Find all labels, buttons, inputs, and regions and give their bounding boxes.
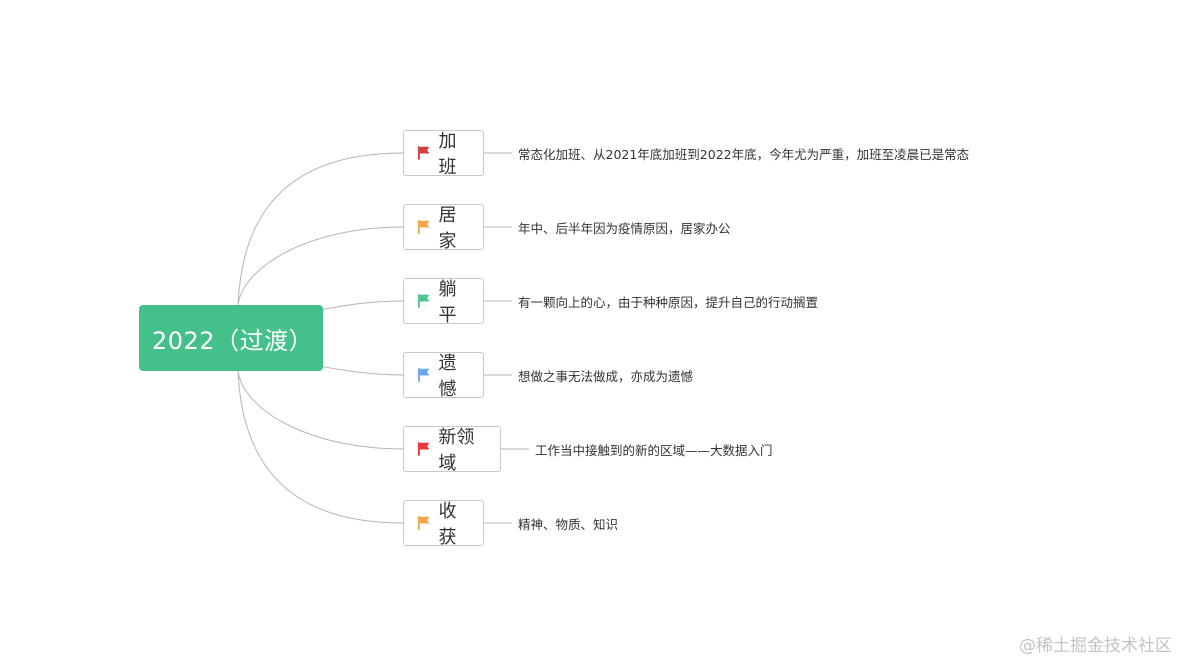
branch-connector (237, 370, 404, 450)
branch-node[interactable]: 收获 (403, 500, 484, 548)
branch-note: 想做之事无法做成，亦成为遗憾 (518, 369, 694, 384)
branch-node[interactable]: 居家 (403, 204, 484, 252)
branch-note: 有一颗向上的心，由于种种原因，提升自己的行动搁置 (518, 295, 819, 310)
flag-icon (417, 516, 430, 530)
branch-connector (237, 152, 404, 306)
branch-note: 精神、物质、知识 (518, 517, 619, 532)
root-topic[interactable]: 2022（过渡） (139, 305, 323, 371)
flag-icon (417, 146, 430, 160)
root-topic-label: 2022（过渡） (152, 326, 314, 355)
branch-node[interactable]: 新领域 (403, 426, 501, 474)
flag-icon (417, 220, 430, 234)
flag-icon (417, 368, 430, 382)
flag-icon (417, 442, 430, 456)
branch-node[interactable]: 躺平 (403, 278, 484, 326)
branch-node[interactable]: 遗憾 (403, 352, 484, 400)
branch-node[interactable]: 加班 (403, 130, 484, 178)
branch-note: 常态化加班、从2021年底加班到2022年底，今年尤为严重，加班至凌晨已是常态 (518, 147, 970, 162)
branch-note: 年中、后半年因为疫情原因，居家办公 (518, 221, 731, 236)
branch-connector (237, 370, 404, 524)
branch-label: 居家 (438, 205, 457, 252)
branch-connector (237, 226, 404, 306)
branch-label: 躺平 (438, 279, 457, 326)
branch-label: 新领域 (438, 427, 475, 474)
branch-note: 工作当中接触到的新的区域——大数据入门 (535, 443, 773, 458)
branch-label: 收获 (438, 501, 457, 548)
watermark: @稀土掘金技术社区 (1019, 636, 1172, 656)
flag-icon (417, 294, 430, 308)
branch-label: 加班 (438, 131, 457, 178)
branch-label: 遗憾 (438, 353, 457, 400)
